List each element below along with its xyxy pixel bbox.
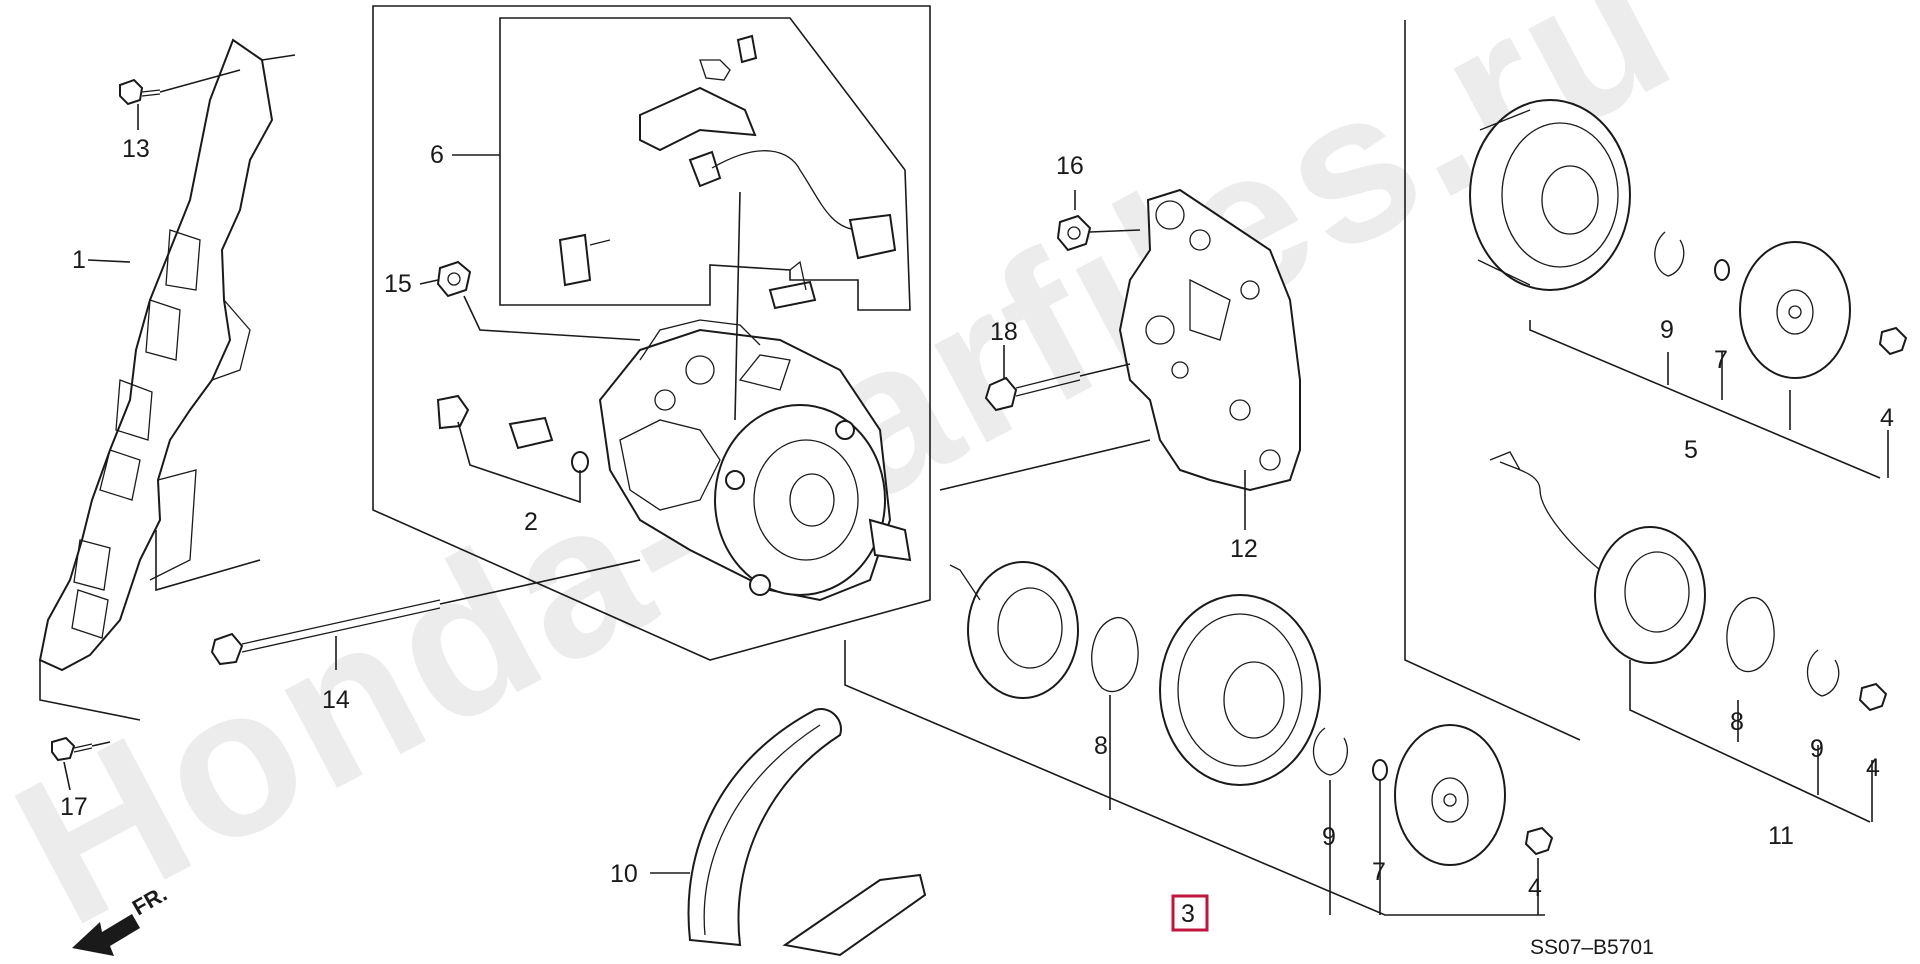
callout-5: 5 [1684, 436, 1698, 464]
nut-4-right-bottom [1858, 682, 1888, 712]
part-16-nut [1056, 190, 1141, 252]
shim-7-right [1714, 259, 1730, 281]
part-14-bolt [210, 559, 641, 670]
snap-ring-8-middle [1091, 617, 1139, 720]
part-18-bolt [984, 345, 1131, 412]
leader-6-compressor [734, 191, 741, 421]
callout-1: 1 [72, 246, 86, 274]
part-12-bracket [939, 188, 1301, 530]
callout-9-right-bottom: 9 [1810, 735, 1824, 763]
callout-2: 2 [524, 508, 538, 536]
callout-9-middle: 9 [1322, 823, 1336, 851]
part-17-bolt [51, 736, 111, 791]
pulley-right [1469, 99, 1631, 291]
clutch-coil-middle [949, 561, 1079, 699]
callout-18: 18 [990, 318, 1018, 346]
compressor-group-frame [372, 5, 931, 661]
callout-14: 14 [322, 686, 350, 714]
group-3-bracket-line [844, 640, 1545, 916]
callout-8-middle: 8 [1094, 732, 1108, 760]
callout-15: 15 [384, 270, 412, 298]
callout-10: 10 [610, 860, 638, 888]
shim-7-middle [1372, 759, 1388, 855]
nut-4-middle [1524, 826, 1554, 880]
callout-4-right-top: 4 [1880, 404, 1894, 432]
callout-16: 16 [1056, 152, 1084, 180]
callout-3: 3 [1181, 900, 1195, 928]
part-2-switch [436, 394, 589, 504]
callout-17: 17 [60, 793, 88, 821]
callout-13: 13 [122, 135, 150, 163]
snap-ring-9-middle [1312, 727, 1348, 820]
part-10-belt [650, 708, 927, 957]
part-15-nut [436, 260, 641, 341]
callout-7-right: 7 [1714, 346, 1728, 374]
highlight-box-3 [1171, 894, 1209, 932]
group-11-bracket-line [1629, 660, 1873, 823]
armature-plate-middle [1394, 724, 1506, 866]
callout-9-right-top: 9 [1660, 316, 1674, 344]
armature-plate-right [1739, 241, 1851, 379]
callout-8-right: 8 [1730, 708, 1744, 736]
callout-12: 12 [1230, 535, 1258, 563]
part-6-sensor-assembly [558, 34, 897, 310]
snap-ring-8-right [1726, 597, 1775, 673]
callout-6: 6 [430, 141, 444, 169]
nut-4-right-top [1878, 326, 1908, 356]
front-direction-arrow [72, 914, 140, 956]
group-3-leaders [1109, 720, 1539, 915]
figure-code: SS07–B5701 [1530, 936, 1654, 959]
snap-ring-9-right-bottom [1806, 649, 1840, 697]
group-5-bracket-line [1529, 320, 1889, 479]
callout-labels: 13 1 17 6 15 2 14 16 18 12 8 9 7 4 3 10 … [60, 135, 1894, 928]
callout-11: 11 [1768, 822, 1794, 850]
right-group-divider [1404, 20, 1581, 741]
compressor-body [598, 319, 912, 602]
callout-7-middle: 7 [1372, 858, 1386, 886]
part-1-heat-shield [38, 38, 296, 721]
snap-ring-9-right-top [1654, 231, 1685, 277]
callout-4-right-bottom: 4 [1866, 754, 1880, 782]
clutch-coil-right [1489, 451, 1706, 664]
callout-4-middle: 4 [1528, 874, 1542, 902]
part-13-bolt [119, 69, 241, 130]
pulley-middle [1159, 594, 1321, 786]
